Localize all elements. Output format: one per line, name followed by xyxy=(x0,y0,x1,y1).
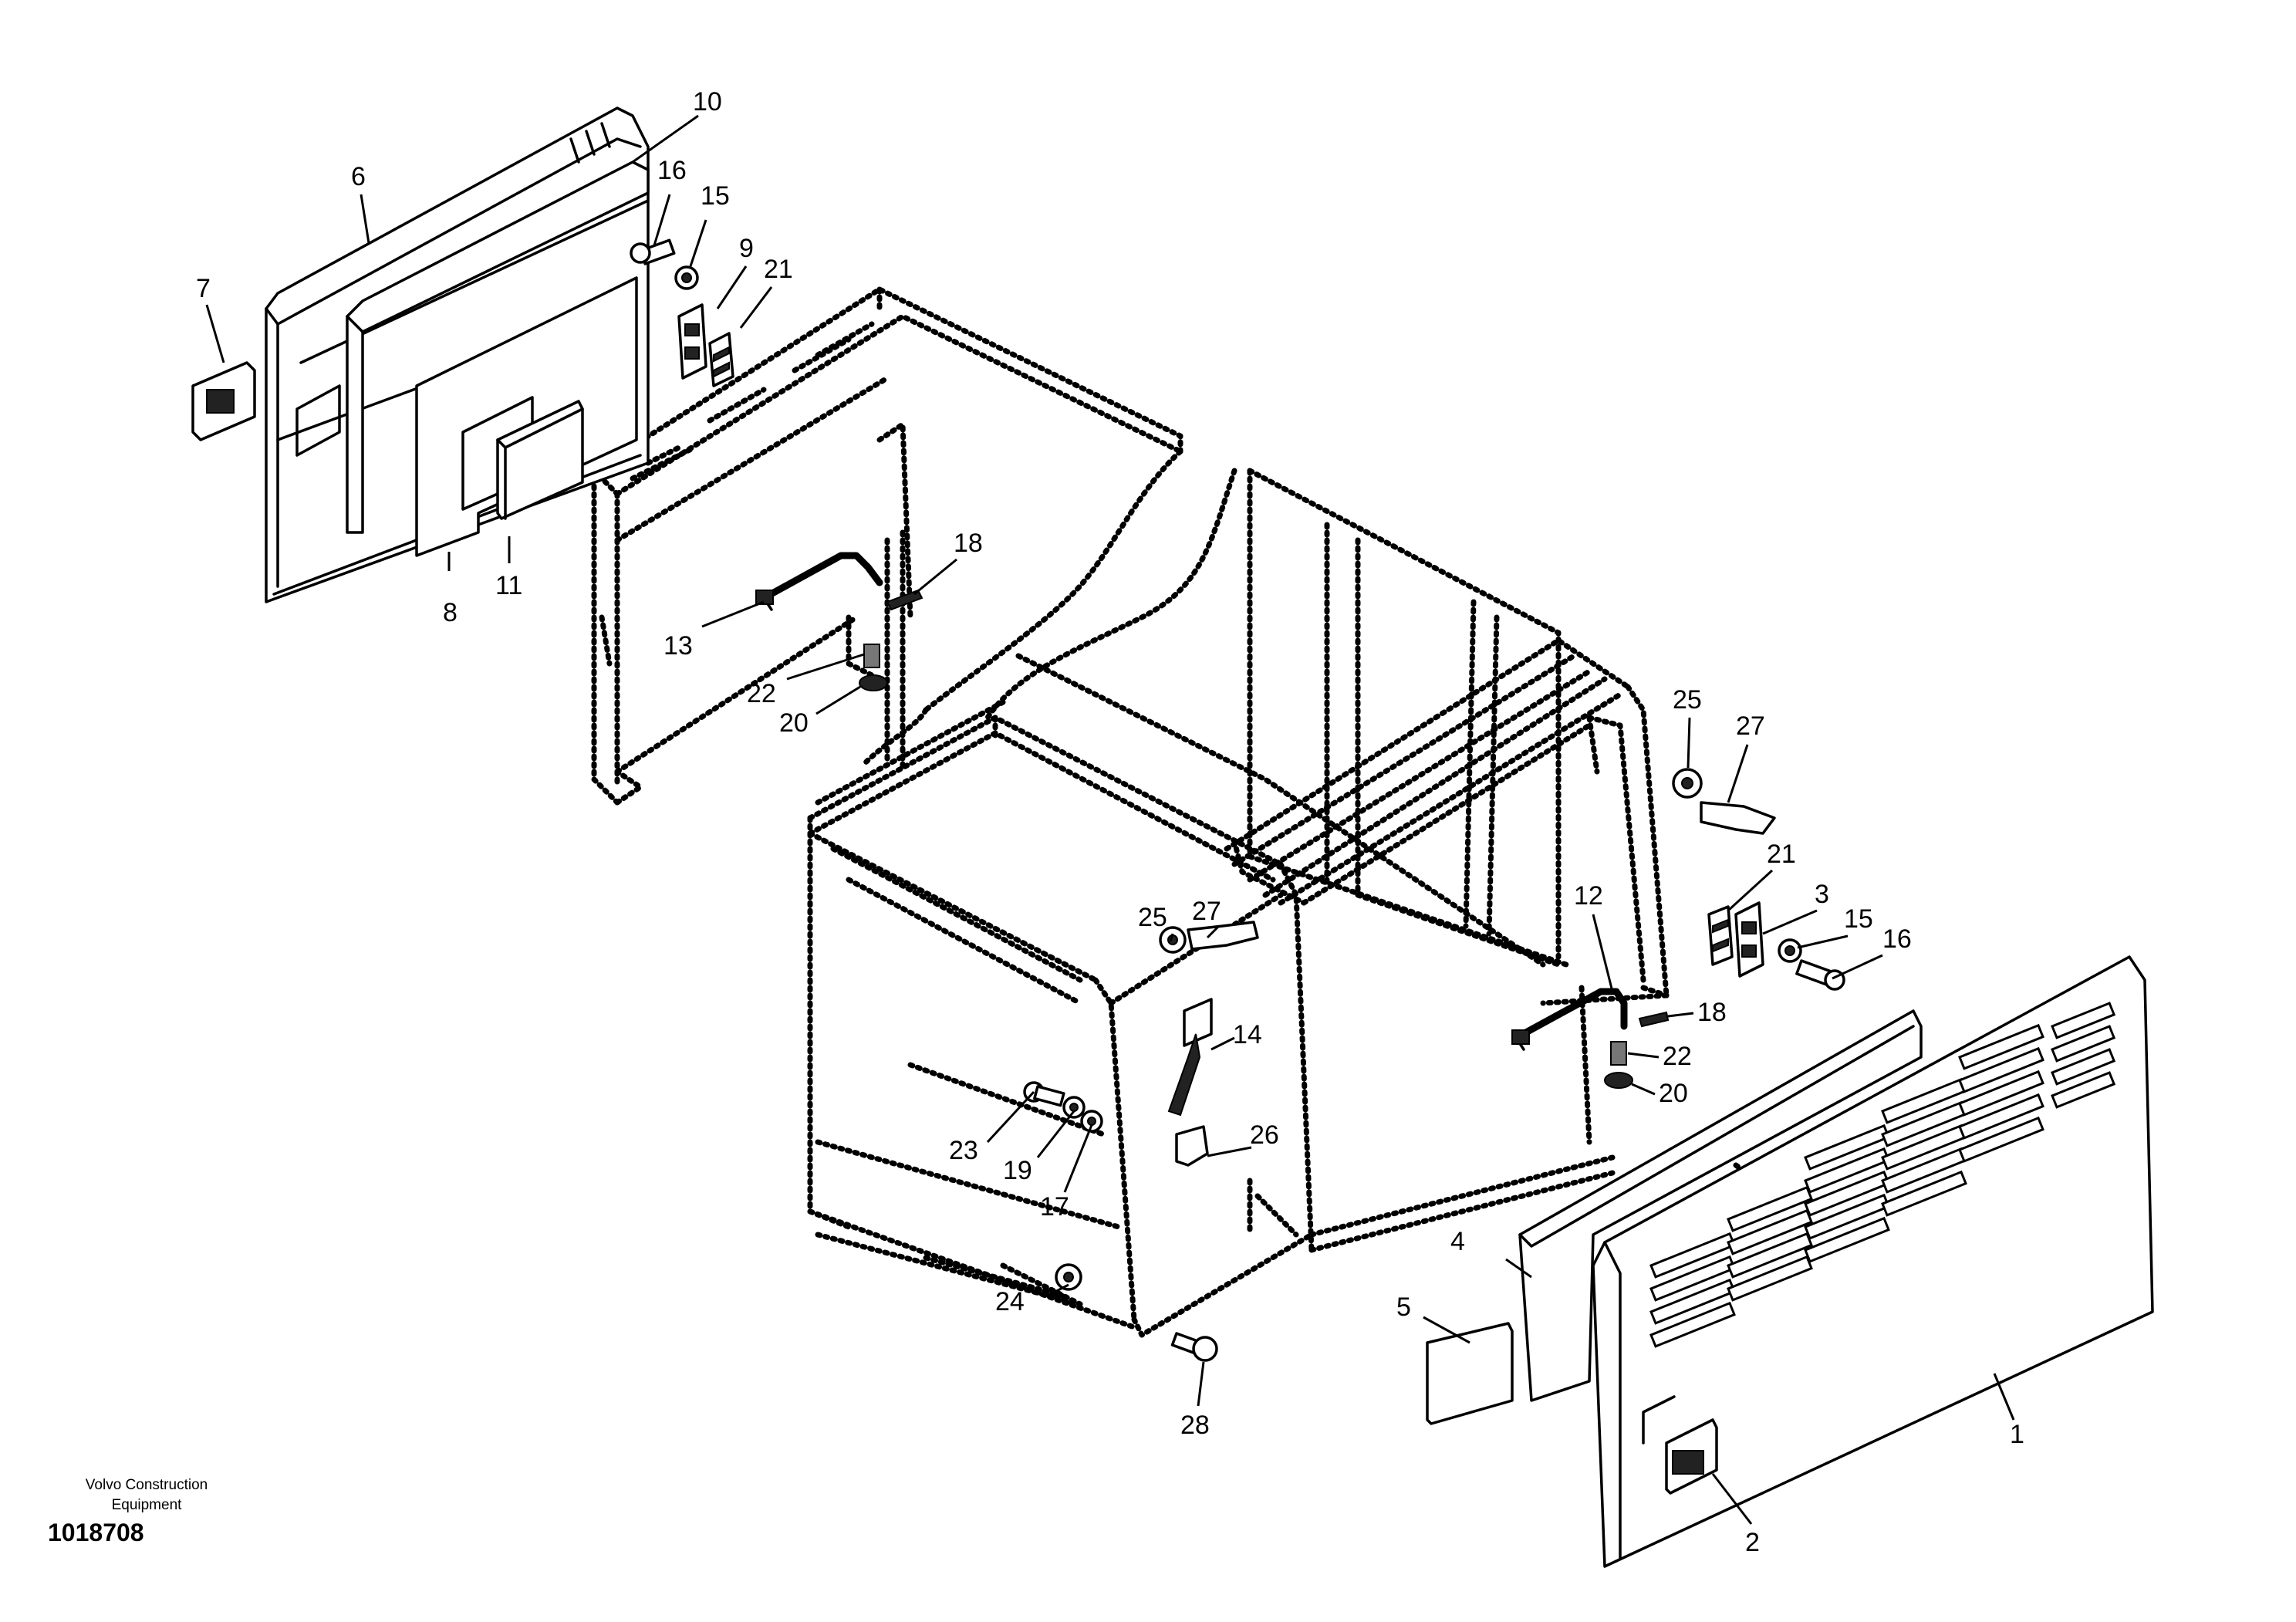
callout-27: 27 xyxy=(1736,711,1765,741)
callout-3: 3 xyxy=(1815,880,1829,909)
callout-26: 26 xyxy=(1250,1120,1279,1150)
lock-2 xyxy=(1642,1395,1718,1495)
callout-17: 17 xyxy=(1040,1192,1069,1222)
callout-27: 27 xyxy=(1192,897,1221,926)
callout-18: 18 xyxy=(1697,998,1727,1027)
handle-12 xyxy=(1511,988,1628,1051)
callout-25: 25 xyxy=(1138,903,1167,932)
bolt-16a xyxy=(630,238,676,265)
washer-15a xyxy=(674,265,699,290)
callout-16: 16 xyxy=(1882,924,1912,954)
callout-6: 6 xyxy=(351,162,366,191)
bracket-9 xyxy=(677,303,707,380)
right-door-panel-1 xyxy=(1592,955,2154,1568)
leader-lines xyxy=(205,114,2015,1525)
main-frame-dotted xyxy=(807,468,2086,1361)
bolt-16b xyxy=(1795,959,1845,991)
callout-8: 8 xyxy=(443,598,458,627)
louver-group-right xyxy=(1958,1023,2044,1163)
nut-24 xyxy=(1055,1263,1082,1291)
callout-5: 5 xyxy=(1396,1293,1411,1322)
callout-22: 22 xyxy=(1663,1042,1692,1071)
brand-line-2: Equipment xyxy=(111,1497,182,1513)
shim-21a xyxy=(708,332,734,387)
callout-15: 15 xyxy=(1844,904,1873,934)
washer-17 xyxy=(1080,1110,1103,1133)
lock-7 xyxy=(191,361,256,441)
callout-1: 1 xyxy=(2010,1420,2024,1449)
rear-frame-dotted xyxy=(591,286,1237,806)
latch-14 xyxy=(1167,998,1213,1117)
callout-4: 4 xyxy=(1450,1227,1465,1256)
pin-18b xyxy=(1638,1011,1670,1028)
catch-26 xyxy=(1175,1125,1209,1167)
callout-7: 7 xyxy=(196,274,211,303)
washer-20a xyxy=(859,674,888,691)
nut-25a xyxy=(1672,768,1703,799)
bracket-3 xyxy=(1734,901,1764,978)
callout-18: 18 xyxy=(954,529,983,558)
brand-name: Volvo Construction Equipment xyxy=(54,1475,239,1516)
callout-22: 22 xyxy=(747,679,776,708)
bumper-27b xyxy=(1187,921,1259,951)
louver-group-left xyxy=(1649,1232,1736,1348)
callout-20: 20 xyxy=(779,708,809,738)
louver-group-mid2 xyxy=(1804,1124,1890,1263)
bolt-28 xyxy=(1170,1332,1218,1362)
callout-16: 16 xyxy=(657,156,687,185)
callout-25: 25 xyxy=(1673,685,1702,715)
louver-group-far xyxy=(2051,1002,2116,1109)
louver-group-mid1 xyxy=(1727,1185,1813,1302)
drawing-number: 1018708 xyxy=(48,1519,144,1546)
callout-28: 28 xyxy=(1180,1411,1210,1440)
callout-2: 2 xyxy=(1745,1528,1760,1557)
callout-10: 10 xyxy=(693,87,722,117)
callout-20: 20 xyxy=(1659,1079,1688,1108)
callout-9: 9 xyxy=(739,234,754,263)
brand-line-1: Volvo Construction xyxy=(85,1477,208,1493)
callout-13: 13 xyxy=(663,631,693,661)
callout-15: 15 xyxy=(701,181,730,211)
callout-21: 21 xyxy=(1767,840,1796,869)
inner-panel-10 xyxy=(346,161,650,534)
callout-12: 12 xyxy=(1574,881,1603,911)
pad-11 xyxy=(496,400,584,520)
pad-5 xyxy=(1426,1322,1514,1425)
insulation-panel-4 xyxy=(1518,1009,1923,1402)
brand-block: Volvo Construction Equipment xyxy=(31,1475,262,1516)
washer-20b xyxy=(1604,1072,1633,1089)
callout-labels: 10 6 16 15 9 21 7 8 11 18 13 22 20 25 27… xyxy=(196,87,2024,1557)
callout-23: 23 xyxy=(949,1136,978,1165)
spring-22b xyxy=(1610,1041,1627,1066)
bumper-27a xyxy=(1700,801,1776,835)
pin-18a xyxy=(886,589,923,611)
handle-13 xyxy=(755,552,883,611)
callout-14: 14 xyxy=(1233,1020,1262,1049)
callout-11: 11 xyxy=(495,571,522,600)
spring-22a xyxy=(863,644,880,668)
washer-19 xyxy=(1062,1096,1086,1119)
callout-19: 19 xyxy=(1003,1156,1032,1185)
callout-21: 21 xyxy=(764,255,793,284)
shim-21b xyxy=(1707,905,1734,966)
callout-24: 24 xyxy=(995,1287,1025,1316)
washer-15b xyxy=(1778,938,1802,963)
